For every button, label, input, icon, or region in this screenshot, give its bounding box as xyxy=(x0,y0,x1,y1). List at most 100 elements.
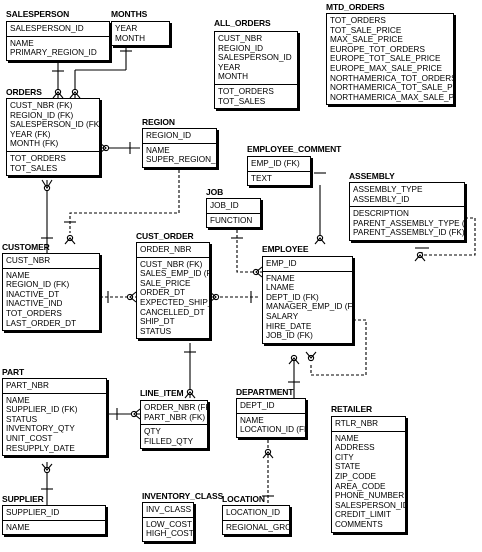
attribute-field: HIRE_DATE xyxy=(266,321,312,331)
attribute-field: CUST_NBR (FK) xyxy=(140,259,203,269)
retailer-title: RETAILER xyxy=(331,404,373,414)
attribute-field: TOT_ORDERS xyxy=(6,308,62,318)
key-field: REGION_ID xyxy=(146,131,192,140)
attribute-field: NAME xyxy=(6,395,30,405)
attribute-field: SUPER_REGION_ID xyxy=(146,155,216,165)
attribute-field: ADDRESS xyxy=(335,443,375,453)
cust-order-title: CUST_ORDER xyxy=(136,231,194,241)
attribute-field: ZIP_CODE xyxy=(335,471,376,481)
key-field: ASSEMBLY_TYPE xyxy=(353,185,423,194)
key-field: PART_NBR (FK) xyxy=(144,412,206,422)
attribute-field: INACTIVE_DT xyxy=(6,289,60,299)
attribute-field: CITY xyxy=(335,452,354,462)
attribute-field: LOCATION_ID (FK) xyxy=(240,425,305,435)
orders-key-section: CUST_NBR (FK)REGION_ID (FK)SALESPERSON_I… xyxy=(7,99,99,151)
employee-title: EMPLOYEE xyxy=(262,244,309,254)
orders-title: ORDERS xyxy=(6,87,42,97)
attribute-field: CANCELLED_DT xyxy=(140,307,205,317)
attribute-field: STATE xyxy=(335,462,361,472)
customer-key-section: CUST_NBR xyxy=(3,254,99,268)
cust-order-attribute-section: CUST_NBR (FK)SALES_EMP_ID (FK)SALE_PRICE… xyxy=(137,256,209,339)
months-title: MONTHS xyxy=(111,9,148,19)
inventory-class-title: INVENTORY_CLASS xyxy=(142,491,224,501)
key-field: CUST_NBR xyxy=(6,256,51,265)
employee-key-section: EMP_ID xyxy=(263,257,352,271)
attribute-field: CREDIT_LIMIT xyxy=(335,510,391,520)
key-field: MONTH xyxy=(115,33,146,43)
key-field: EMP_ID (FK) xyxy=(251,159,300,168)
part-title: PART xyxy=(2,367,25,377)
attribute-field: NAME xyxy=(6,522,30,532)
job-title: JOB xyxy=(206,187,224,197)
inventory-class-key-section: INV_CLASS xyxy=(143,503,193,517)
key-field: RTLR_NBR xyxy=(335,419,379,428)
key-field: YEAR (FK) xyxy=(10,129,51,139)
attribute-field: STATUS xyxy=(6,414,38,424)
attribute-field: ORDER_DT xyxy=(140,288,186,298)
key-field: CUST_NBR xyxy=(218,34,263,43)
key-field: REGION_ID xyxy=(218,43,264,53)
key-field: ORDER_NBR (FK) xyxy=(144,403,207,412)
attribute-field: JOB_ID (FK) xyxy=(266,331,313,341)
attribute-field: SALARY xyxy=(266,311,299,321)
key-field: YEAR xyxy=(218,62,241,72)
supplier-key-section: SUPPLIER_ID xyxy=(3,506,105,520)
supplier-entity[interactable]: SUPPLIER_ID NAME xyxy=(2,505,106,536)
attribute-field: NAME xyxy=(240,415,264,425)
attribute-field: NAME xyxy=(335,433,359,443)
location-title: LOCATION xyxy=(222,494,265,504)
key-field: PART_NBR xyxy=(6,381,49,390)
key-field: SUPPLIER_ID xyxy=(6,508,60,517)
attribute-field: PHONE_NUMBER xyxy=(335,491,405,501)
attribute-field: REGIONAL_GROUP xyxy=(226,522,289,532)
attribute-field: NAME xyxy=(6,270,30,280)
job-attribute-section: FUNCTION xyxy=(207,212,260,228)
attribute-field: TEXT xyxy=(251,173,272,183)
key-field: NORTHAMERICA_MAX_SALE_PRICE xyxy=(330,92,453,102)
location-entity[interactable]: LOCATION_ID REGIONAL_GROUP xyxy=(222,505,290,536)
key-field: LOCATION_ID xyxy=(226,508,280,517)
orders-entity[interactable]: CUST_NBR (FK)REGION_ID (FK)SALESPERSON_I… xyxy=(6,98,100,177)
job-key-section: JOB_ID xyxy=(207,199,260,213)
region-key-section: REGION_ID xyxy=(143,129,216,143)
customer-title: CUSTOMER xyxy=(2,242,50,252)
attribute-field: REGION_ID (FK) xyxy=(6,280,70,290)
attribute-field: NAME xyxy=(146,145,170,155)
line-item-title: LINE_ITEM xyxy=(140,388,184,398)
attribute-field: INACTIVE_IND xyxy=(6,299,63,309)
employee-comment-title: EMPLOYEE_COMMENT xyxy=(247,144,342,154)
attribute-field: COMMENTS xyxy=(335,519,383,529)
key-field: TOT_SALE_PRICE xyxy=(330,25,402,35)
key-field: TOT_ORDERS xyxy=(330,16,386,25)
cust-order-key-section: ORDER_NBR xyxy=(137,243,209,257)
location-key-section: LOCATION_ID xyxy=(223,506,289,520)
key-field: SALESPERSON_ID xyxy=(218,53,292,63)
key-field: MAX_SALE_PRICE xyxy=(330,35,403,45)
key-field: NORTHAMERICA_TOT_ORDERS xyxy=(330,73,453,83)
all-orders-title: ALL_ORDERS xyxy=(214,18,271,28)
employee-comment-entity[interactable]: EMP_ID (FK) TEXT xyxy=(247,156,311,187)
